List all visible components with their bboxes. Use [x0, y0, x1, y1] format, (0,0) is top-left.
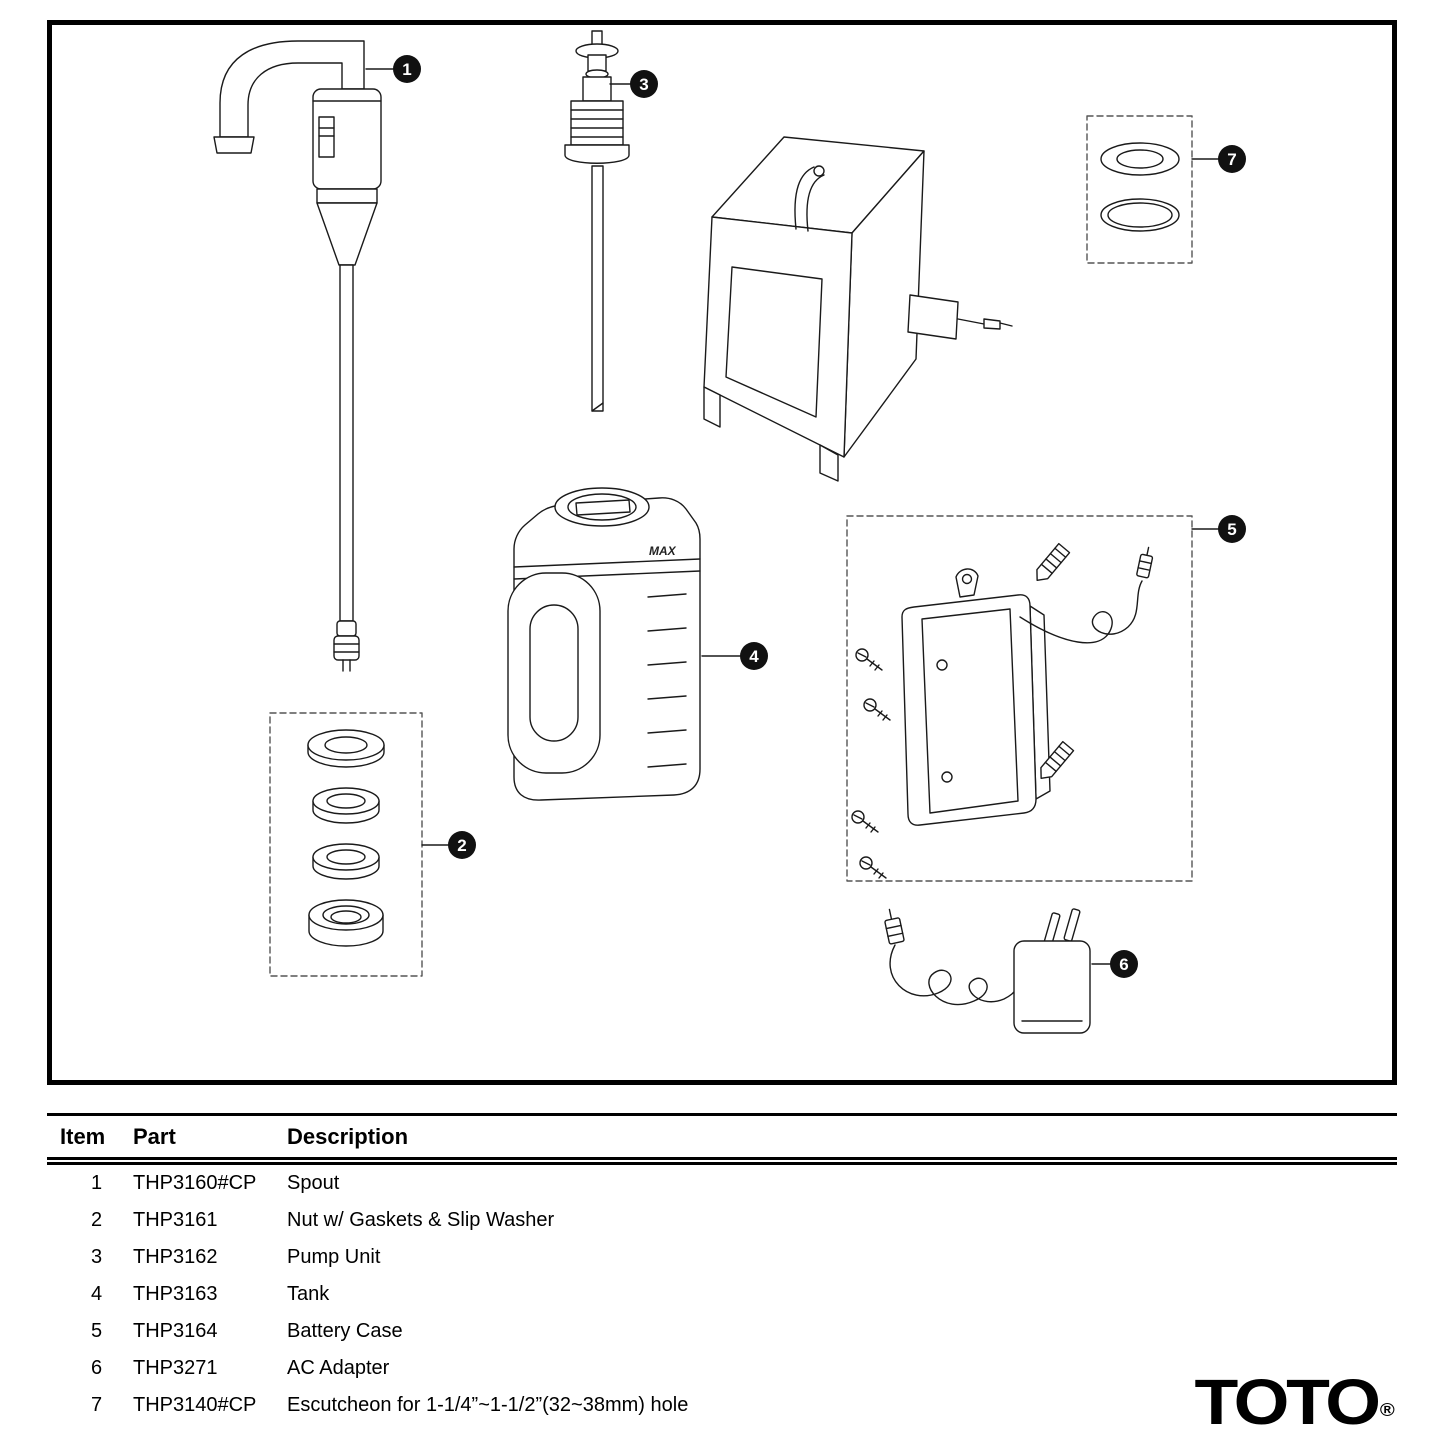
pump-drawing [564, 30, 630, 412]
bracket-drawing [703, 136, 1013, 482]
cell-part: THP3161 [133, 1209, 218, 1231]
cell-item: 3 [90, 1246, 103, 1268]
toto-logo-text: TOTO [1194, 1366, 1381, 1438]
cell-description: Pump Unit [287, 1246, 381, 1268]
plug-icon [884, 908, 905, 945]
cell-description: Spout [287, 1172, 340, 1194]
callout-5-number: 5 [1227, 520, 1236, 539]
table-row: 7 THP3140#CP Escutcheon for 1-1/4”~1-1/2… [47, 1387, 1397, 1424]
callout-1-badge: 1 [365, 55, 421, 83]
cell-item: 6 [90, 1357, 103, 1379]
escutcheon-drawing [1086, 115, 1193, 264]
table-top-rule [47, 1113, 1397, 1116]
anchor-screw-icon [1036, 542, 1071, 582]
callout-2-number: 2 [457, 836, 466, 855]
cell-description: Tank [287, 1283, 330, 1305]
plug-icon [1136, 546, 1154, 579]
table-row: 4 THP3163 Tank [47, 1276, 1397, 1313]
nut-gaskets-drawing [269, 712, 423, 977]
battery-case-drawing [846, 515, 1193, 882]
column-header-part: Part [133, 1124, 176, 1149]
cell-part: THP3164 [133, 1320, 218, 1342]
table-row: 5 THP3164 Battery Case [47, 1313, 1397, 1350]
cell-item: 7 [90, 1394, 103, 1416]
cell-description: Nut w/ Gaskets & Slip Washer [287, 1209, 555, 1231]
diagram-box: 1 [47, 20, 1397, 1085]
callout-7-number: 7 [1227, 150, 1236, 169]
callout-3-badge: 3 [609, 70, 658, 98]
registered-mark: ® [1380, 1400, 1395, 1420]
parts-table: Item Part Description 1 THP3160#CP Spout… [47, 1113, 1397, 1424]
cell-part: THP3140#CP [133, 1394, 257, 1416]
cell-item: 4 [90, 1283, 103, 1305]
table-row: 1 THP3160#CP Spout [47, 1165, 1397, 1202]
toto-logo: TOTO® [1195, 1365, 1395, 1439]
anchor-screw-icon [1040, 740, 1075, 780]
cell-description: Battery Case [287, 1320, 403, 1342]
cell-part: THP3271 [133, 1357, 218, 1379]
callout-3-number: 3 [639, 75, 648, 94]
ac-adapter-drawing [884, 908, 1091, 1034]
callout-2-badge: 2 [421, 831, 476, 859]
callout-7-badge: 7 [1191, 145, 1246, 173]
spout-drawing [213, 40, 382, 672]
cell-part: THP3163 [133, 1283, 218, 1305]
cell-item: 5 [90, 1320, 103, 1342]
screw-icon [851, 648, 891, 879]
cell-description: Escutcheon for 1-1/4”~1-1/2”(32~38mm) ho… [287, 1394, 689, 1416]
tank-drawing: MAX [507, 487, 701, 801]
cell-part: THP3160#CP [133, 1172, 257, 1194]
table-header-rule [47, 1157, 1397, 1165]
callout-4-number: 4 [749, 647, 759, 666]
table-row: 2 THP3161 Nut w/ Gaskets & Slip Washer [47, 1202, 1397, 1239]
callout-4-badge: 4 [701, 642, 768, 670]
column-header-description: Description [287, 1124, 409, 1149]
cell-item: 2 [90, 1209, 103, 1231]
cell-part: THP3162 [133, 1246, 218, 1268]
table-header-row: Item Part Description [47, 1116, 1397, 1157]
cell-description: AC Adapter [287, 1357, 390, 1379]
callout-6-number: 6 [1119, 955, 1128, 974]
callout-1-number: 1 [402, 60, 411, 79]
table-row: 3 THP3162 Pump Unit [47, 1239, 1397, 1276]
column-header-item: Item [60, 1124, 106, 1149]
cell-item: 1 [90, 1172, 103, 1194]
table-row: 6 THP3271 AC Adapter [47, 1350, 1397, 1387]
callout-6-badge: 6 [1091, 950, 1138, 978]
tank-max-label: MAX [649, 544, 677, 558]
callout-5-badge: 5 [1191, 515, 1246, 543]
